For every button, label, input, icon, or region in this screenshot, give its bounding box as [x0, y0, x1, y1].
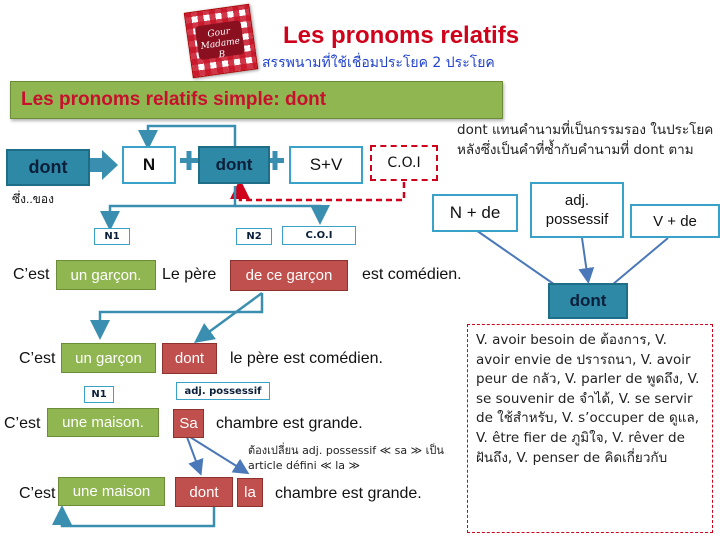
v-de-box: V + de	[630, 204, 720, 238]
s3-cest: C’est	[4, 415, 41, 432]
logo-text: Gour Madame B	[194, 20, 246, 60]
n-box: N	[122, 146, 176, 184]
s1-noun: un garçon.	[56, 260, 156, 290]
label-n1: N1	[94, 228, 130, 245]
dont-box: dont	[198, 146, 270, 184]
s1-end: est comédien.	[362, 266, 462, 283]
n-de-box: N + de	[432, 194, 518, 232]
s1-pere: Le père	[162, 266, 217, 283]
s1-cest: C’est	[13, 266, 50, 283]
section-banner: Les pronoms relatifs simple: dont	[10, 81, 503, 119]
dont-explanation: dont แทนคำนามที่เป็นกรรมรอง ในประโยคหลัง…	[457, 122, 714, 158]
label-n1-b: N1	[84, 386, 114, 403]
s4-la: la	[237, 478, 263, 507]
big-arrow-icon	[70, 150, 118, 180]
s3-sa: Sa	[173, 409, 204, 438]
s2-noun: un garçon	[61, 343, 156, 373]
s2-dont: dont	[162, 343, 217, 374]
dont-main-box: dont	[6, 149, 90, 186]
page-title: Les pronoms relatifs	[283, 22, 520, 49]
s2-end: le père est comédien.	[230, 350, 383, 367]
dont-result-box: dont	[548, 283, 628, 319]
label-adj-possessif: adj. possessif	[176, 382, 270, 400]
label-n2: N2	[236, 228, 272, 245]
sv-box: S+V	[289, 146, 363, 184]
change-note: ต้องเปลี่ยน adj. possessif ≪ sa ≫ เป็น a…	[248, 444, 444, 472]
verbs-note: V. avoir besoin de ต้องการ, V. avoir env…	[467, 324, 713, 533]
s4-cest: C’est	[19, 485, 56, 502]
s4-end: chambre est grande.	[275, 485, 422, 502]
logo: Gour Madame B	[183, 3, 259, 79]
coi-dashed-link	[230, 179, 406, 202]
s3-end: chambre est grande.	[216, 415, 363, 432]
bracket-dont-to-n	[138, 124, 237, 150]
page-subtitle: สรรพนามที่ใช้เชื่อมประโยค 2 ประโยค	[262, 55, 495, 71]
label-coi: C.O.I	[282, 226, 356, 245]
dont-caption: ซึ่ง..ของ	[12, 192, 54, 206]
adj-possessif-box: adj. possessif	[530, 182, 624, 238]
s2-cest: C’est	[19, 350, 56, 367]
coi-dashed-box: C.O.I	[370, 145, 438, 181]
s4-noun: une maison	[58, 477, 165, 506]
s4-dont: dont	[175, 477, 233, 507]
s3-noun: une maison.	[47, 408, 159, 437]
s1-de-ce-garcon: de ce garçon	[230, 260, 348, 291]
